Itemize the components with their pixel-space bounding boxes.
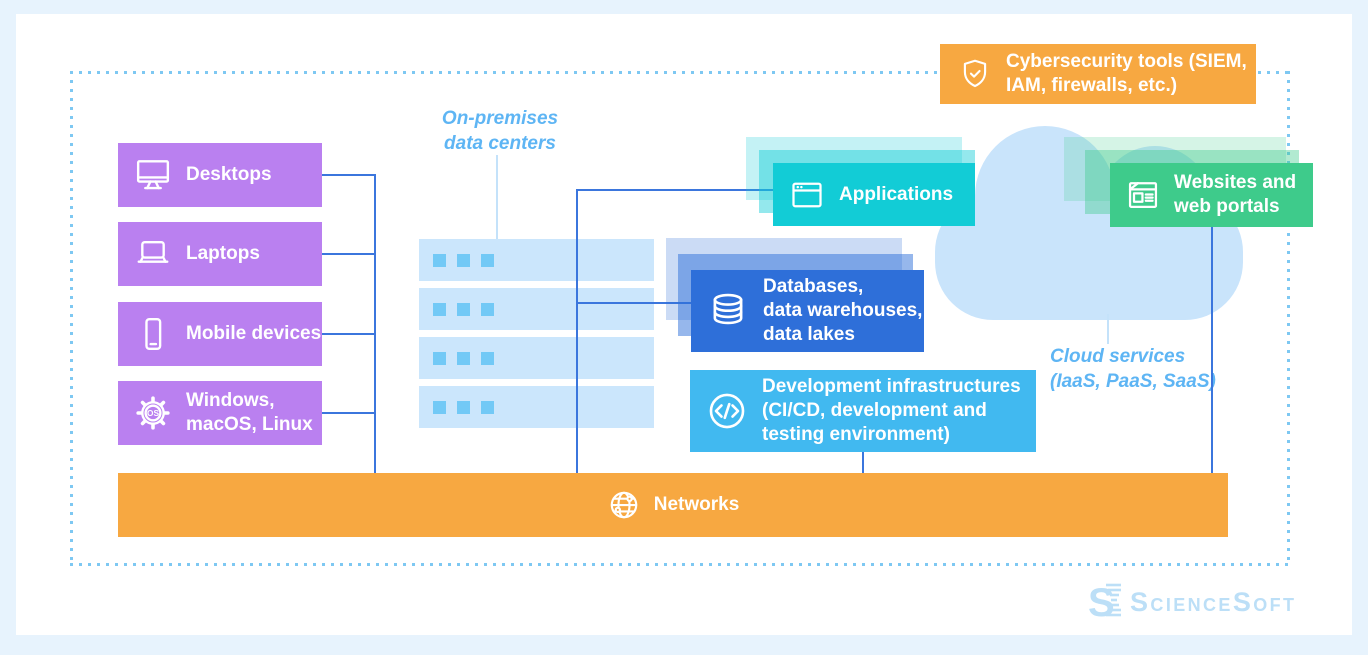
- dev-infra-label: Development infrastructures (CI/CD, deve…: [762, 376, 1021, 445]
- rack-led: [457, 253, 470, 267]
- cybersecurity-box: Cybersecurity tools (SIEM, IAM, firewall…: [940, 44, 1256, 104]
- cloud-services-label: Cloud services (IaaS, PaaS, SaaS): [1050, 346, 1216, 393]
- cybersecurity-label: Cybersecurity tools (SIEM, IAM, firewall…: [1006, 51, 1247, 96]
- svg-text:S: S: [1088, 581, 1115, 623]
- sciencesoft-wordmark: SCIENCESOFT: [1130, 586, 1297, 617]
- dotted-border-bottom: [70, 563, 1290, 566]
- dotted-border-right: [1287, 71, 1290, 566]
- mobile-phone-icon: [134, 315, 172, 353]
- databases-box: Databases, data warehouses, data lakes: [691, 270, 924, 352]
- connector-laptops: [322, 253, 375, 255]
- rack-led: [433, 253, 446, 267]
- laptop-icon: [134, 235, 172, 273]
- device-box-mobile: Mobile devices: [118, 302, 322, 366]
- connector-datacenter-trunk: [576, 189, 578, 475]
- connector-applications: [576, 189, 774, 191]
- connector-websites: [1211, 227, 1213, 475]
- databases-label: Databases, data warehouses, data lakes: [763, 276, 923, 345]
- device-label: Windows, macOS, Linux: [186, 390, 313, 435]
- server-rack: [419, 337, 654, 379]
- rack-led: [433, 351, 446, 365]
- applications-label: Applications: [839, 183, 954, 205]
- dev-infra-box: Development infrastructures (CI/CD, deve…: [690, 370, 1036, 452]
- os-gear-icon: OS: [134, 394, 172, 432]
- dotted-border-left: [70, 71, 73, 566]
- browser-window-icon: [789, 177, 825, 213]
- device-box-laptops: Laptops: [118, 222, 322, 286]
- rack-led: [433, 302, 446, 316]
- dotted-border-top: [70, 71, 1290, 74]
- server-rack: [419, 386, 654, 428]
- cloud-note-connector: [1107, 314, 1109, 344]
- connector-os: [322, 412, 375, 414]
- server-rack: [419, 239, 654, 281]
- device-label: Mobile devices: [186, 323, 322, 345]
- connector-desktops: [322, 174, 375, 176]
- sciencesoft-logo: S SCIENCESOFT: [1088, 581, 1296, 623]
- rack-led: [481, 302, 494, 316]
- connector-devices-trunk: [374, 174, 376, 475]
- websites-label: Websites and web portals: [1174, 172, 1297, 217]
- device-box-os: OS Windows, macOS, Linux: [118, 381, 322, 445]
- on-premises-note-connector: [496, 155, 498, 240]
- server-rack: [419, 288, 654, 330]
- on-premises-label: On-premises data centers: [441, 108, 559, 155]
- webpage-icon: [1125, 177, 1161, 213]
- database-icon: [707, 290, 749, 332]
- networks-label: Networks: [653, 494, 740, 516]
- rack-led: [481, 351, 494, 365]
- connector-mobile: [322, 333, 375, 335]
- rack-led: [481, 253, 494, 267]
- shield-check-icon: [958, 57, 992, 91]
- rack-led: [457, 302, 470, 316]
- networks-bar: Networks: [118, 473, 1228, 537]
- rack-led: [433, 400, 446, 414]
- sciencesoft-logo-icon: S: [1088, 581, 1122, 623]
- connector-dev-infra: [862, 452, 864, 475]
- applications-box: Applications: [773, 163, 975, 226]
- device-label: Laptops: [186, 243, 260, 265]
- rack-led: [481, 400, 494, 414]
- code-icon: [706, 390, 748, 432]
- desktop-monitor-icon: [134, 156, 172, 194]
- device-box-desktops: Desktops: [118, 143, 322, 207]
- device-label: Desktops: [186, 164, 272, 186]
- svg-text:OS: OS: [147, 408, 159, 418]
- globe-icon: [607, 488, 641, 522]
- rack-led: [457, 400, 470, 414]
- rack-led: [457, 351, 470, 365]
- connector-databases: [576, 302, 692, 304]
- websites-box: Websites and web portals: [1110, 163, 1313, 227]
